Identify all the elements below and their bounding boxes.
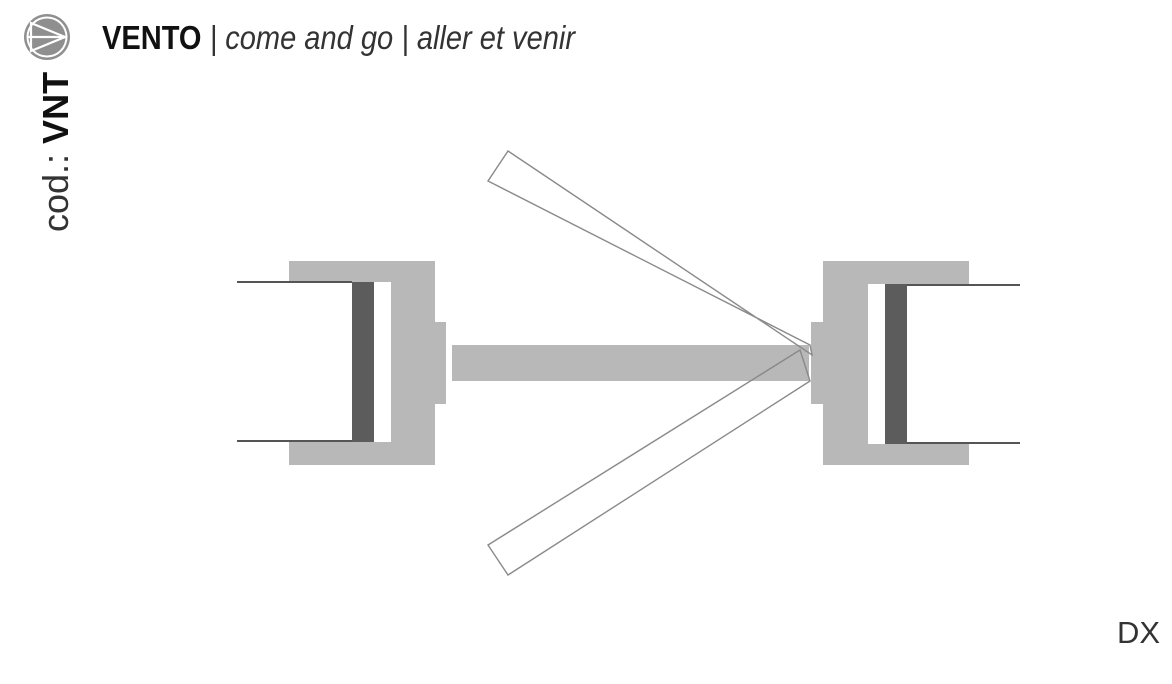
left-frame-profile bbox=[289, 261, 446, 465]
left-frame bbox=[237, 261, 446, 465]
right-frame bbox=[811, 261, 1020, 465]
left-seal bbox=[352, 282, 374, 442]
hinge-side-label: DX bbox=[1117, 615, 1161, 650]
tagline-english: come and go bbox=[225, 19, 394, 56]
right-seal bbox=[885, 284, 907, 444]
product-title: VENTO | come and go | aller et venir bbox=[102, 18, 575, 58]
door-leaf-open-lower bbox=[487, 348, 811, 576]
logo-icon bbox=[24, 14, 70, 60]
product-name: VENTO bbox=[102, 19, 202, 56]
title-separator: | bbox=[393, 19, 417, 56]
tagline-french: aller et venir bbox=[416, 19, 575, 56]
door-leaf-closed bbox=[452, 345, 809, 381]
door-leaf-open-upper bbox=[486, 150, 814, 357]
title-separator: | bbox=[201, 19, 226, 56]
right-frame-profile bbox=[811, 261, 969, 465]
